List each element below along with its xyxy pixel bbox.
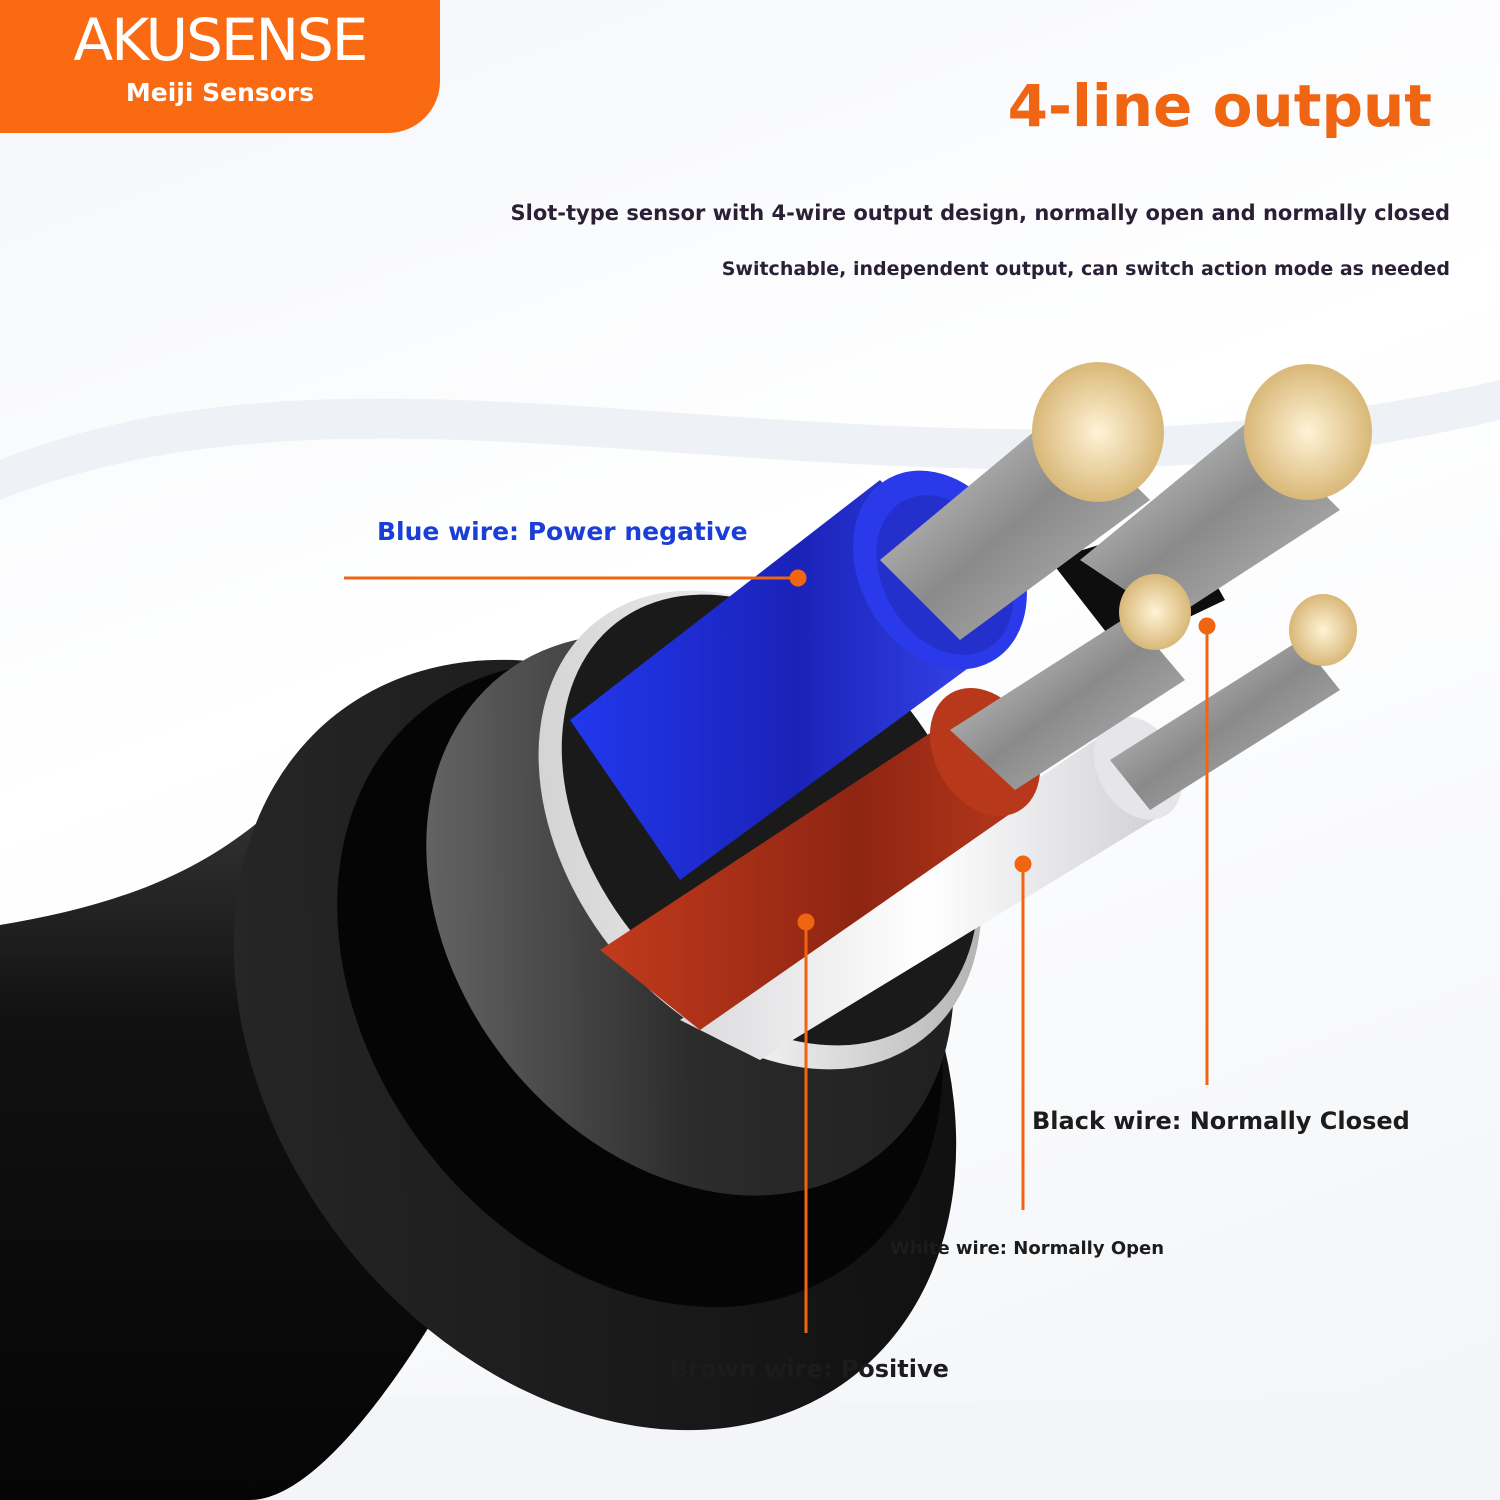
brown-wire-label: Brown wire: Positive — [670, 1355, 949, 1383]
callout-lines — [344, 569, 1216, 1333]
white-wire-label: White wire: Normally Open — [890, 1238, 1165, 1259]
brand-subtitle: Meiji Sensors — [125, 78, 315, 107]
brand-logo: AKUSENSE Meiji Sensors — [0, 0, 440, 133]
black-wire-label: Black wire: Normally Closed — [1032, 1107, 1410, 1135]
headline: 4-line output — [1007, 72, 1432, 140]
blue-wire-label: Blue wire: Power negative — [377, 517, 748, 546]
white-wire — [680, 640, 1340, 1060]
brown-wire — [600, 615, 1185, 1030]
description-line-1: Slot-type sensor with 4-wire output desi… — [510, 201, 1450, 225]
background-sweeps — [0, 380, 1500, 1500]
conductor-tips — [1032, 362, 1372, 666]
brand-name: AKUSENSE — [73, 6, 369, 74]
description-line-2: Switchable, independent output, can swit… — [721, 258, 1450, 280]
